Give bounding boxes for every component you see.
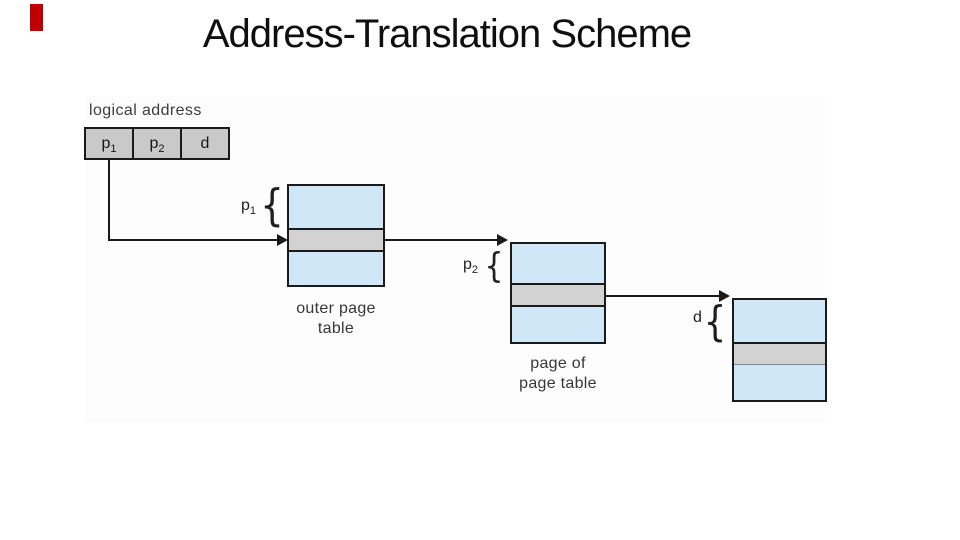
page-of-page-table-label: page of page table	[519, 355, 597, 392]
pointer-label-d: d	[693, 309, 702, 326]
p1-brace: {	[260, 180, 284, 231]
slide-title: Address-Translation Scheme	[202, 12, 692, 56]
table-row-blue-top	[512, 244, 604, 283]
logical-address-cell-p2: p2	[132, 129, 180, 158]
connector-p1-vertical	[108, 160, 110, 241]
arrow-head-into-outer-table	[277, 234, 288, 246]
logical-address-box: p1 p2 d	[84, 127, 230, 160]
connector-p1-horizontal	[108, 239, 277, 241]
table-row-blue-bottom	[734, 365, 825, 400]
table-row-blue-top	[289, 186, 383, 228]
d-brace: {	[703, 297, 727, 346]
cell-p2-text: p2	[149, 134, 165, 155]
table-row-blue-top	[734, 300, 825, 342]
arrow-head-into-frame	[719, 290, 730, 302]
outer-page-table	[287, 184, 385, 287]
page-of-page-table	[510, 242, 606, 344]
pointer-label-p2: p2	[463, 256, 479, 277]
p2-brace: {	[484, 246, 504, 287]
outer-page-table-label: outer page table	[296, 300, 376, 337]
connector-page-to-frame	[606, 295, 720, 297]
logical-address-cell-p1: p1	[86, 129, 132, 158]
connector-outer-to-page	[385, 239, 498, 241]
logical-address-cell-d: d	[180, 129, 228, 158]
table-row-highlight	[734, 342, 825, 365]
cell-d-text: d	[200, 134, 210, 152]
pointer-label-p1: p1	[241, 197, 257, 218]
final-page-frame	[732, 298, 827, 402]
table-row-blue-bottom	[289, 252, 383, 285]
logical-address-caption: logical address	[89, 102, 202, 119]
table-row-highlight	[512, 283, 604, 307]
cell-p1-text: p1	[101, 134, 117, 155]
arrow-head-into-page-table	[497, 234, 508, 246]
slide-accent-bar	[30, 4, 43, 31]
table-row-blue-bottom	[512, 307, 604, 342]
table-row-highlight	[289, 228, 383, 252]
